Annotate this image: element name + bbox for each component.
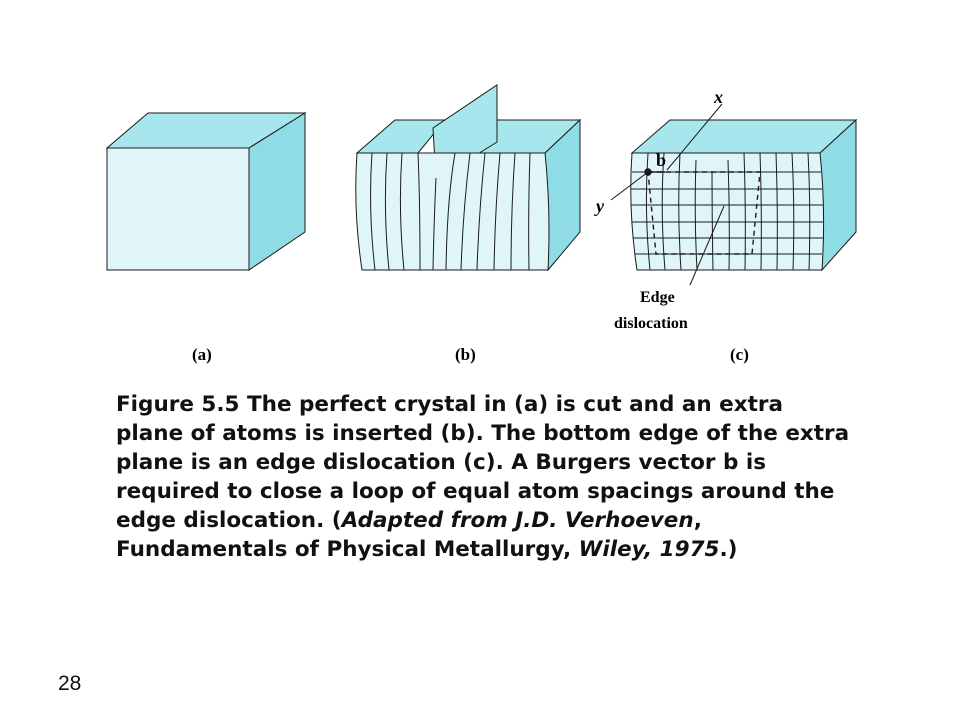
burgers-circuit — [647, 171, 761, 255]
edge-leader — [689, 205, 725, 286]
label-y: y — [594, 196, 605, 216]
panel-label-c: (c) — [730, 345, 749, 364]
crystal-b-front — [355, 152, 550, 271]
grid-vertical — [645, 152, 811, 271]
caption-text-2: , Fundamentals of Physical Metallurgy, — [116, 508, 702, 562]
crystal-b-top-left — [355, 119, 447, 154]
caption-text-1: Figure 5.5 The perfect crystal in (a) is… — [116, 392, 850, 533]
panel-a-cube — [105, 112, 307, 271]
x-leader — [666, 103, 723, 171]
cube-a-front — [106, 147, 250, 271]
crystal-c-top — [630, 119, 858, 154]
crystal-c-front — [630, 152, 825, 271]
label-edge: Edge — [640, 289, 675, 306]
panel-b-crystal — [355, 84, 582, 272]
caption-text-3: .) — [719, 537, 738, 562]
panel-c-crystal — [610, 103, 858, 286]
caption-italic-1: Adapted from J.D. Verhoeven — [341, 508, 694, 533]
label-b: b — [656, 150, 666, 170]
label-dislocation: dislocation — [614, 315, 688, 332]
y-leader — [610, 171, 649, 201]
dislocation-figure: x b y Edge dislocation (a) (b) (c) — [105, 84, 858, 364]
panel-label-b: (b) — [455, 345, 476, 364]
panel-label-a: (a) — [192, 345, 212, 364]
page-number: 28 — [58, 672, 82, 695]
caption-italic-2: Wiley, 1975 — [578, 537, 720, 562]
figure-caption: Figure 5.5 The perfect crystal in (a) is… — [116, 390, 856, 564]
label-x: x — [713, 87, 723, 107]
